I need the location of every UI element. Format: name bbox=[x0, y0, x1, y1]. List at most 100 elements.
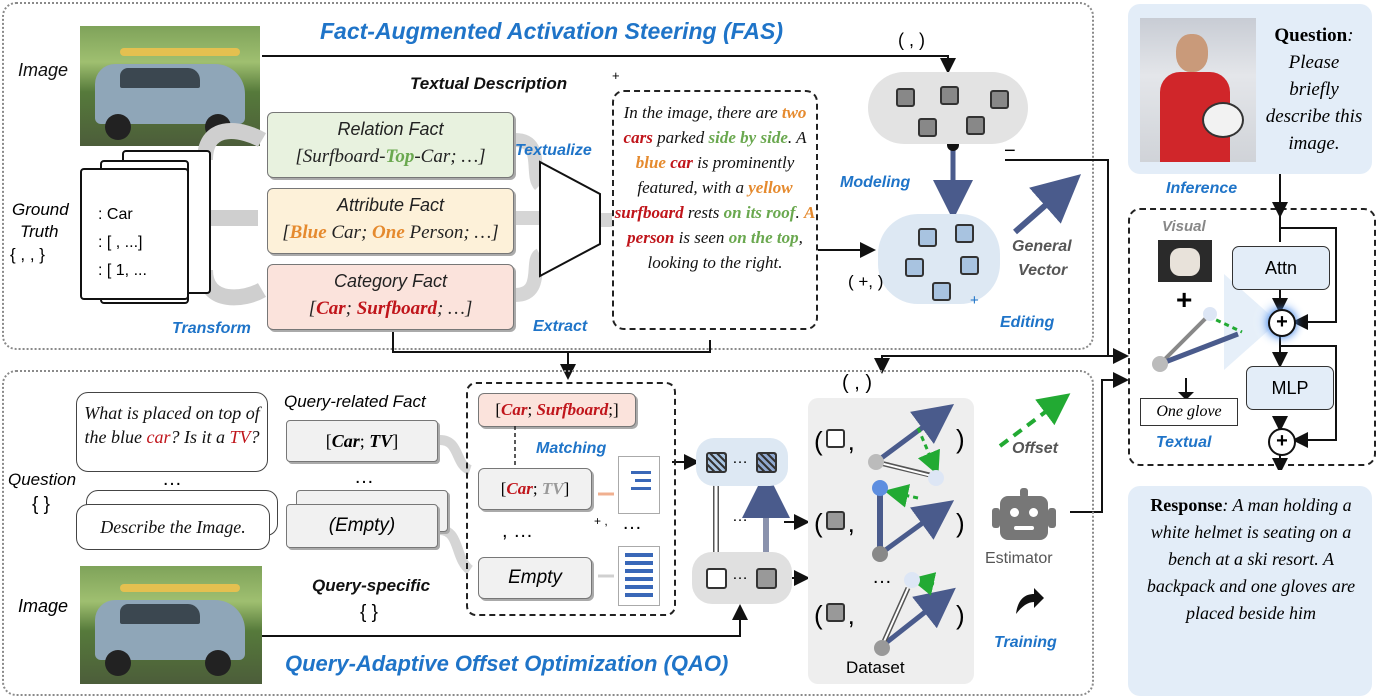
textual-label: Textual bbox=[1156, 434, 1212, 451]
inference-dashed-box bbox=[1128, 208, 1376, 466]
query-related-dots: … bbox=[354, 466, 374, 488]
category-fact-box: Category Fact [Car; Surfboard; …] bbox=[267, 264, 514, 330]
add-node-1: + bbox=[1268, 309, 1296, 337]
training-label: Training bbox=[994, 634, 1057, 651]
ground-truth-label-1: Ground bbox=[12, 200, 69, 219]
plus-icon: + bbox=[1176, 284, 1193, 315]
fas-image-label: Image bbox=[18, 60, 69, 80]
matching-plus-comma: + , bbox=[594, 514, 608, 528]
response-body: : A man holding a white helmet is seatin… bbox=[1146, 495, 1356, 623]
act-node bbox=[905, 258, 924, 277]
activation-node bbox=[706, 568, 727, 589]
activation-node bbox=[756, 568, 777, 589]
ground-truth-label-2: Truth bbox=[20, 222, 59, 241]
plus-small: + bbox=[970, 292, 979, 309]
one-glove-box: One glove bbox=[1140, 398, 1238, 426]
qao-question-braces: { } bbox=[32, 494, 50, 515]
act-node bbox=[932, 282, 951, 301]
act-node bbox=[896, 88, 915, 107]
question-body: : Please briefly describe this image. bbox=[1265, 25, 1363, 154]
act-node bbox=[960, 256, 979, 275]
qao-paren-top: ( , ) bbox=[842, 372, 872, 394]
dataset-row-2: (, bbox=[814, 508, 855, 538]
query-related-label: Query-related Fact bbox=[284, 392, 426, 411]
relation-fact-box: Relation Fact [Surfboard-Top-Car; …] bbox=[267, 112, 514, 178]
attn-label: Attn bbox=[1264, 258, 1298, 278]
glove-image bbox=[1158, 240, 1212, 282]
qao-activation-dots: … bbox=[732, 450, 748, 467]
qao-panel bbox=[2, 370, 1094, 696]
response-text: Response: A man holding a white helmet i… bbox=[1140, 492, 1362, 627]
estimator-label: Estimator bbox=[985, 550, 1053, 567]
mlp-block: MLP bbox=[1246, 366, 1334, 410]
textual-description-box: In the image, there are two cars parked … bbox=[612, 90, 818, 330]
skier-image bbox=[1140, 18, 1256, 162]
matching-label: Matching bbox=[536, 440, 607, 457]
dataset-row-3: (, bbox=[814, 600, 855, 630]
fas-title: Fact-Augmented Activation Steering (FAS) bbox=[320, 18, 784, 44]
fas-paren-mid: ( +, ) bbox=[848, 272, 884, 291]
query-related-fact-2: (Empty) bbox=[286, 504, 438, 548]
textualize-label: Textualize bbox=[515, 142, 592, 159]
act-node bbox=[990, 90, 1009, 109]
dataset-label: Dataset bbox=[846, 658, 905, 677]
category-fact-title: Category Fact bbox=[333, 271, 448, 291]
matching-query-fact: [Car; TV] bbox=[478, 468, 592, 510]
matching-dots-right: … bbox=[622, 512, 642, 534]
question-text: Question: Please briefly describe this i… bbox=[1262, 22, 1366, 157]
act-node bbox=[966, 116, 985, 135]
ground-truth-braces: { , , } bbox=[10, 245, 45, 264]
matching-empty-fact: Empty bbox=[478, 557, 592, 599]
minus-mark: − bbox=[1004, 140, 1016, 162]
extract-label: Extract bbox=[533, 318, 588, 335]
response-bold: Response bbox=[1150, 495, 1223, 515]
dataset-row-1: (, bbox=[814, 426, 855, 456]
query-specific-braces: { } bbox=[360, 602, 378, 623]
qao-activation-mid-dots: … bbox=[732, 508, 748, 525]
doc-front: : Car : [ , ...] : [ 1, ... bbox=[80, 168, 189, 300]
textual-description-label: Textual Description bbox=[410, 74, 568, 93]
query-related-fact-1: [Car; TV] bbox=[286, 420, 438, 462]
dataset-row-2-close: ) bbox=[956, 508, 965, 538]
fas-paren-top: ( , ) bbox=[898, 30, 925, 50]
act-node bbox=[918, 118, 937, 137]
qao-activation-bottom-dots: … bbox=[732, 566, 748, 583]
relation-fact-title: Relation Fact bbox=[337, 119, 444, 139]
matching-comma-dots: , … bbox=[502, 520, 534, 542]
attribute-fact-box: Attribute Fact [Blue Car; One Person; …] bbox=[267, 188, 514, 254]
category-fact-value: [Car; Surfboard; …] bbox=[308, 298, 473, 319]
dataset-vectors bbox=[868, 404, 956, 656]
striped-node bbox=[756, 452, 777, 473]
doc-line-2: : [ , ...] bbox=[98, 234, 143, 251]
editing-label: Editing bbox=[1000, 314, 1055, 331]
mlp-label: MLP bbox=[1271, 378, 1309, 398]
question-bubble-1: What is placed on top of the blue car? I… bbox=[76, 392, 268, 472]
textualize-trapezoid bbox=[539, 160, 601, 278]
attn-block: Attn bbox=[1232, 246, 1330, 290]
qao-question-label: Question bbox=[8, 470, 77, 489]
transform-label: Transform bbox=[172, 320, 251, 337]
visual-label: Visual bbox=[1162, 218, 1206, 235]
query-specific-label: Query-specific bbox=[312, 576, 431, 595]
matching-doc-2 bbox=[618, 546, 660, 606]
general-vector-label-1: General bbox=[1012, 238, 1072, 255]
bubble-dots: … bbox=[162, 468, 182, 490]
dataset-dots: … bbox=[872, 566, 892, 588]
act-node bbox=[955, 224, 974, 243]
dataset-row-3-close: ) bbox=[956, 600, 965, 630]
training-arrow-icon bbox=[1012, 584, 1046, 618]
offset-label: Offset bbox=[1012, 440, 1058, 457]
relation-fact-value: [Surfboard-Top-Car; …] bbox=[295, 146, 486, 167]
general-vector-label-2: Vector bbox=[1018, 262, 1068, 279]
plus-mark: + bbox=[612, 68, 620, 83]
qao-title: Query-Adaptive Offset Optimization (QAO) bbox=[285, 651, 729, 676]
act-node bbox=[918, 228, 937, 247]
attribute-fact-value: [Blue Car; One Person; …] bbox=[282, 222, 499, 243]
estimator-robot-icon bbox=[992, 488, 1058, 544]
qao-car-image bbox=[80, 566, 262, 684]
question-bold: Question bbox=[1274, 25, 1348, 46]
response-panel bbox=[1128, 486, 1372, 696]
dataset-row-1-close: ) bbox=[956, 424, 965, 454]
matching-doc-1 bbox=[618, 456, 660, 514]
